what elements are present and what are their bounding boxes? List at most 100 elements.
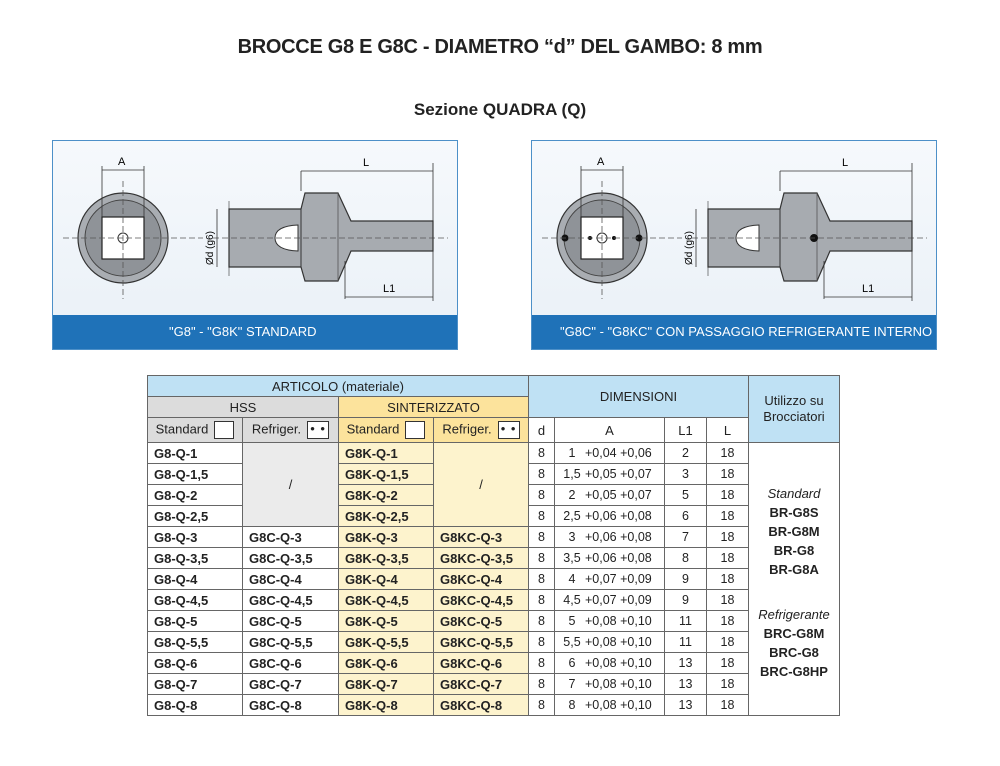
code-sin-refriger: G8KC-Q-4 <box>433 568 529 590</box>
code-hss-refriger: G8C-Q-5,5 <box>242 631 339 653</box>
usage-refrig-label: Refrigerante <box>758 606 830 622</box>
header-hss-refriger: Refriger.• • <box>242 417 339 443</box>
value-A: 2,5+0,06 +0,08 <box>554 505 665 527</box>
value-A: 5,5 +0,08 +0,10 <box>554 631 665 653</box>
code-sin-standard: G8K-Q-6 <box>338 652 434 674</box>
code-hss-refriger: G8C-Q-6 <box>242 652 339 674</box>
value-A-nominal: 7 <box>568 677 576 691</box>
code-sin-refriger: G8KC-Q-7 <box>433 673 529 695</box>
value-L: 18 <box>706 652 749 674</box>
code-hss-refriger: G8C-Q-3,5 <box>242 547 339 569</box>
code-sin-standard: G8K-Q-5,5 <box>338 631 434 653</box>
value-A-nominal: 2 <box>568 488 576 502</box>
value-A: 2 +0,05 +0,07 <box>554 484 665 506</box>
code-hss-standard: G8-Q-6 <box>147 652 243 674</box>
code-hss-standard: G8-Q-3 <box>147 526 243 548</box>
value-A-nominal: 2,5 <box>563 509 581 523</box>
usage-model: BRC-G8M <box>763 625 825 641</box>
header-articolo: ARTICOLO (materiale) <box>147 375 529 397</box>
usage-model: BRC-G8 <box>769 644 819 660</box>
label-standard: Standard <box>346 421 400 437</box>
value-L1: 11 <box>664 610 707 632</box>
code-hss-standard: G8-Q-7 <box>147 673 243 695</box>
value-L1: 5 <box>664 484 707 506</box>
value-d: 8 <box>528 568 555 590</box>
dim-label-A: A <box>597 156 605 168</box>
value-L1: 13 <box>664 673 707 695</box>
code-sin-standard: G8K-Q-1 <box>338 442 434 464</box>
code-sin-refriger: G8KC-Q-8 <box>433 694 529 716</box>
code-hss-standard: G8-Q-4 <box>147 568 243 590</box>
value-A-tolerance: +0,07 +0,09 <box>585 572 652 586</box>
page-title: BROCCE G8 E G8C - DIAMETRO “d” DEL GAMBO… <box>237 36 763 58</box>
value-A-tolerance: +0,08 +0,10 <box>585 635 652 649</box>
value-A: 1,5+0,05 +0,07 <box>554 463 665 485</box>
header-col-d: d <box>528 417 555 443</box>
value-L1: 9 <box>664 589 707 611</box>
code-sin-refriger: G8KC-Q-3,5 <box>433 547 529 569</box>
usage-model: BR-G8M <box>768 523 820 539</box>
dim-label-L: L <box>363 157 369 169</box>
value-L: 18 <box>706 673 749 695</box>
value-L1: 6 <box>664 505 707 527</box>
broach-drawing-coolant: A L L1 Ød (g6) <box>542 156 927 301</box>
header-col-L: L <box>706 417 749 443</box>
usage-model: BR-G8 <box>773 542 815 558</box>
value-L1: 7 <box>664 526 707 548</box>
header-hss: HSS <box>147 396 339 418</box>
code-sin-standard: G8K-Q-3 <box>338 526 434 548</box>
drawing-panel-coolant: A L L1 Ød (g6) "G8C" - "G8KC" CON PASSAG… <box>531 140 937 350</box>
value-A-tolerance: +0,06 +0,08 <box>585 530 652 544</box>
code-sin-refriger: G8KC-Q-6 <box>433 652 529 674</box>
value-A-tolerance: +0,08 +0,10 <box>585 656 652 670</box>
drawing-panel-standard: A L L1 Ød (g6) "G8" - "G8K" STANDARD <box>52 140 458 350</box>
value-L: 18 <box>706 568 749 590</box>
code-sin-standard: G8K-Q-7 <box>338 673 434 695</box>
code-hss-standard: G8-Q-4,5 <box>147 589 243 611</box>
code-sin-refriger: G8KC-Q-5,5 <box>433 631 529 653</box>
value-L: 18 <box>706 547 749 569</box>
value-d: 8 <box>528 589 555 611</box>
code-sin-standard: G8K-Q-3,5 <box>338 547 434 569</box>
code-sin-refriger: G8KC-Q-3 <box>433 526 529 548</box>
value-L: 18 <box>706 610 749 632</box>
dim-label-d: Ød (g6) <box>684 231 695 265</box>
broach-spec-table: ARTICOLO (materiale) DIMENSIONI Utilizzo… <box>147 375 840 716</box>
code-hss-standard: G8-Q-1,5 <box>147 463 243 485</box>
value-d: 8 <box>528 652 555 674</box>
value-A-nominal: 6 <box>568 656 576 670</box>
code-hss-standard: G8-Q-2,5 <box>147 505 243 527</box>
value-L: 18 <box>706 526 749 548</box>
value-A-nominal: 8 <box>568 698 576 712</box>
code-hss-standard: G8-Q-8 <box>147 694 243 716</box>
value-d: 8 <box>528 547 555 569</box>
standard-square-icon <box>214 421 235 439</box>
coolant-holes-icon: • • <box>497 421 520 439</box>
header-utilizzo: Utilizzo su Brocciatori <box>748 375 840 443</box>
code-hss-standard: G8-Q-2 <box>147 484 243 506</box>
value-L1: 3 <box>664 463 707 485</box>
value-A-nominal: 5,5 <box>563 635 581 649</box>
value-L: 18 <box>706 484 749 506</box>
value-A: 8+0,08 +0,10 <box>554 694 665 716</box>
header-sinterizzato: SINTERIZZATO <box>338 396 529 418</box>
code-hss-standard: G8-Q-5 <box>147 610 243 632</box>
label-refriger: Refriger. <box>442 421 492 437</box>
dim-label-A: A <box>118 156 126 168</box>
value-A-tolerance: +0,08 +0,10 <box>585 614 652 628</box>
value-A-tolerance: +0,05 +0,07 <box>585 467 652 481</box>
value-L: 18 <box>706 631 749 653</box>
code-hss-standard: G8-Q-5,5 <box>147 631 243 653</box>
value-L: 18 <box>706 589 749 611</box>
value-A-tolerance: +0,05 +0,07 <box>585 488 652 502</box>
value-A: 7+0,08 +0,10 <box>554 673 665 695</box>
value-d: 8 <box>528 484 555 506</box>
code-sin-standard: G8K-Q-2 <box>338 484 434 506</box>
